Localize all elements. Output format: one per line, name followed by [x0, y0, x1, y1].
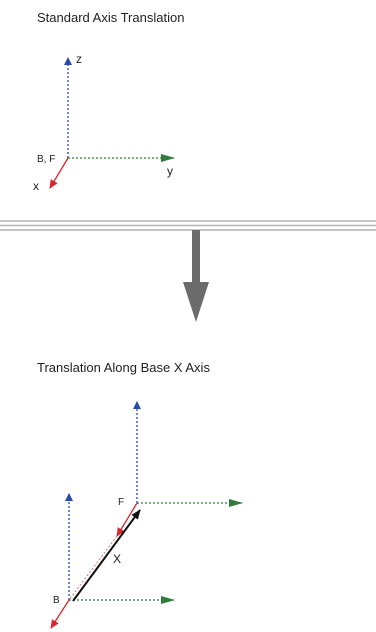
- base-b-label: B: [53, 595, 60, 606]
- frame-f-axes: [116, 401, 243, 537]
- translation-label: X: [113, 552, 121, 566]
- separator-lines: [0, 220, 376, 231]
- frame-f-x-axis: [116, 502, 138, 537]
- down-arrow-icon: [183, 230, 209, 322]
- top-point-label: B, F: [37, 154, 55, 165]
- base-x-extension: [68, 535, 118, 601]
- top-axis-frame: [49, 57, 175, 189]
- top-z-label: z: [76, 52, 82, 66]
- translation-vector: [72, 509, 141, 602]
- base-b-axes: [50, 493, 175, 629]
- top-x-label: x: [33, 179, 39, 193]
- base-b-x-axis: [50, 599, 70, 629]
- top-y-label: y: [167, 164, 173, 178]
- bottom-diagram-title: Translation Along Base X Axis: [37, 360, 210, 375]
- top-diagram-title: Standard Axis Translation: [37, 10, 184, 25]
- top-x-axis: [49, 157, 69, 189]
- frame-f-label: F: [118, 497, 124, 508]
